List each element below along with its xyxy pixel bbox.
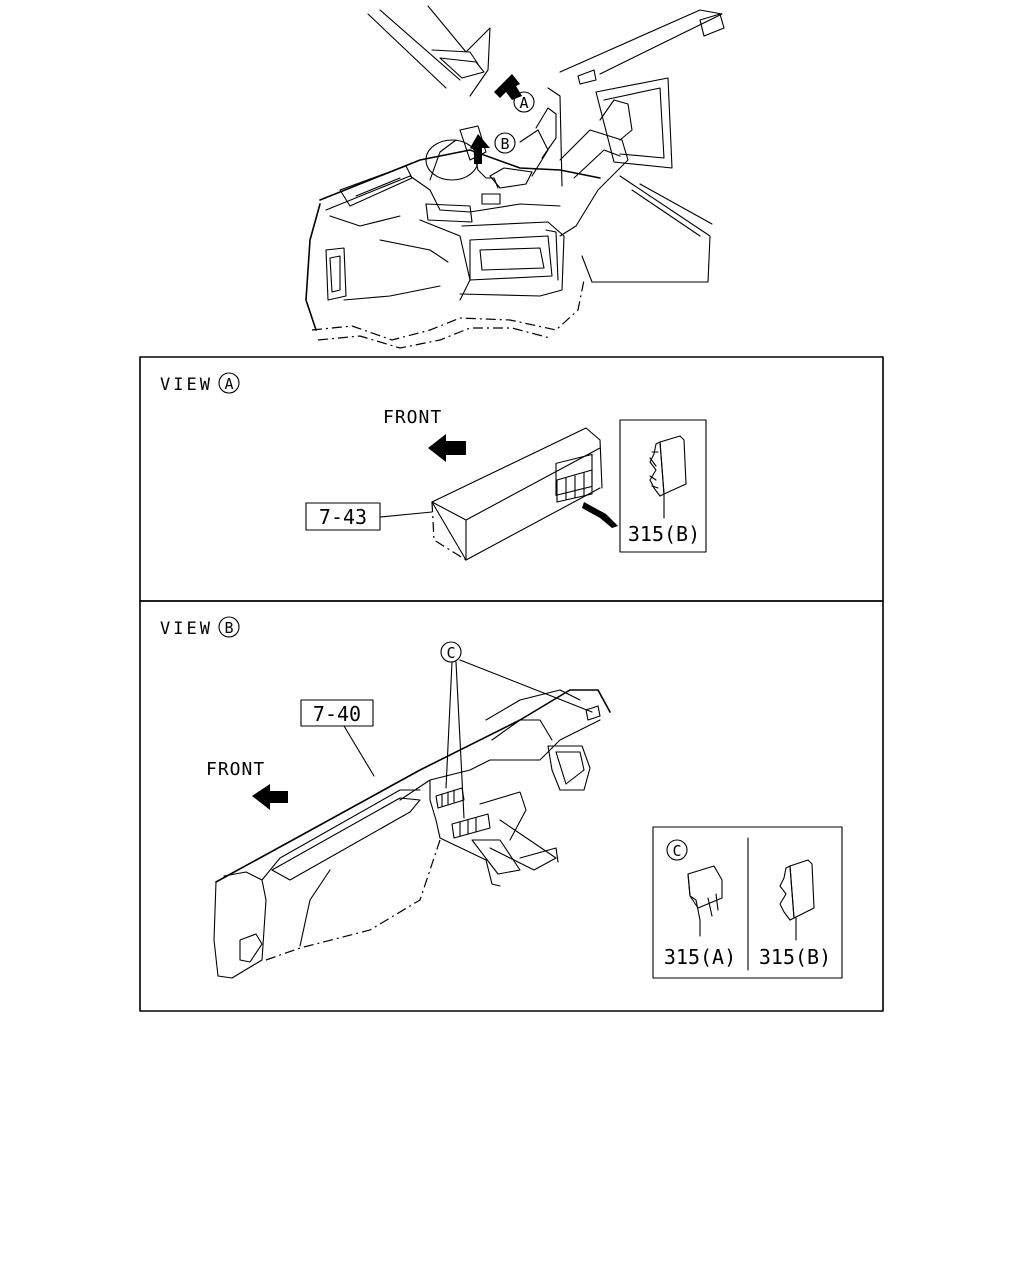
callout-a-circle (513, 91, 535, 113)
view-a-inset-label: 315(B) (628, 522, 700, 546)
callout-b: B (500, 135, 509, 153)
view-b-inset-circle (666, 839, 688, 861)
clip-315b-icon-2 (779, 859, 815, 941)
cab-interior-overview: A B (305, 5, 725, 349)
view-b-panel: VIEW B FRONT 7-40 C (139, 600, 884, 1012)
part-7-40-label-box (300, 699, 374, 727)
view-b-title-letter: B (224, 619, 233, 637)
view-b-inset-right-label: 315(B) (759, 945, 831, 969)
view-b-front-label: FRONT (206, 759, 265, 780)
part-7-43-box (431, 427, 618, 561)
clip-315b-icon (649, 435, 687, 519)
callout-b-circle (494, 132, 516, 154)
view-a-title-circle (218, 372, 240, 394)
view-b-inset-letter: C (672, 842, 681, 860)
view-a-frame (139, 356, 884, 602)
view-b-title: VIEW (160, 619, 213, 639)
clip-315a-icon (687, 865, 723, 937)
view-a-inset (619, 419, 707, 553)
view-a-panel: VIEW A FRONT 7-43 (139, 356, 884, 602)
view-b-title-circle (218, 616, 240, 638)
part-7-40-label: 7-40 (313, 702, 361, 726)
view-a-front-arrow (428, 434, 466, 462)
callout-c-circle (440, 641, 462, 663)
view-a-title: VIEW (160, 375, 213, 395)
view-a-title-letter: A (224, 375, 233, 393)
part-7-43-label: 7-43 (319, 505, 367, 529)
callout-c: C (446, 644, 455, 662)
callout-a: A (519, 94, 528, 112)
view-b-front-arrow (252, 784, 288, 810)
view-a-front-label: FRONT (383, 407, 442, 428)
view-b-frame (139, 600, 884, 1012)
part-7-40-dashboard (213, 689, 611, 979)
view-b-inset-left-label: 315(A) (664, 945, 736, 969)
view-b-inset (652, 826, 843, 979)
